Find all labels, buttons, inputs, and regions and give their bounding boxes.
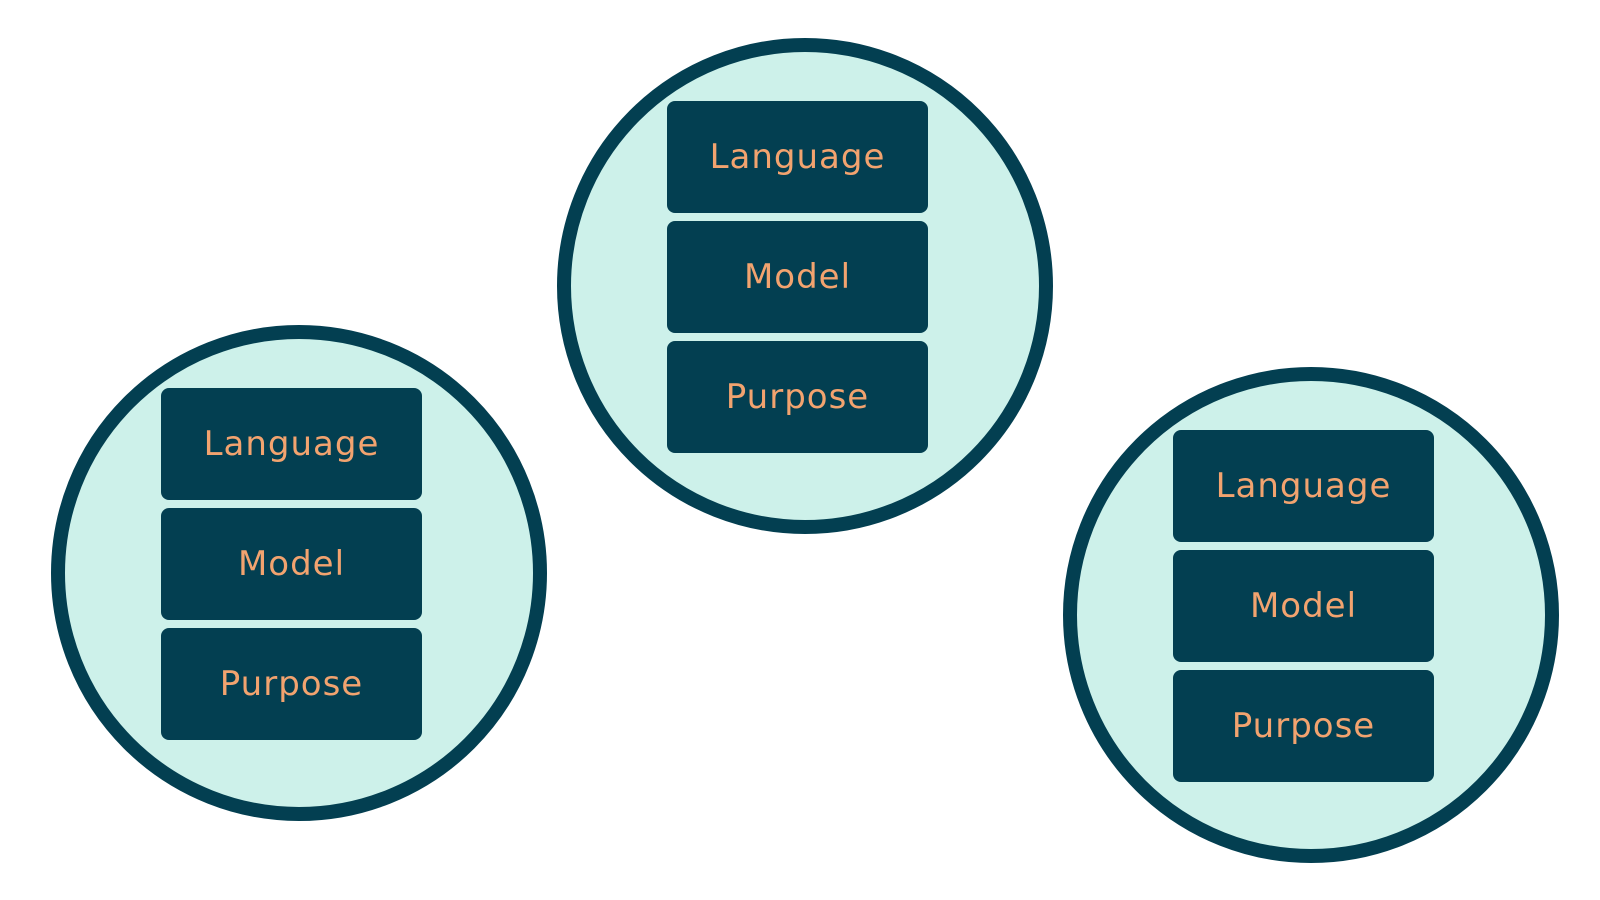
layer-stack: Language Model Purpose — [161, 388, 422, 740]
language-block: Language — [161, 388, 422, 500]
stack-circle-center: Language Model Purpose — [557, 38, 1053, 534]
stack-circle-left: Language Model Purpose — [51, 325, 547, 821]
language-block: Language — [667, 101, 928, 213]
stack-circle-right: Language Model Purpose — [1063, 367, 1559, 863]
model-block: Model — [161, 508, 422, 620]
purpose-block: Purpose — [161, 628, 422, 740]
layer-stack: Language Model Purpose — [1173, 430, 1434, 782]
layer-stack: Language Model Purpose — [667, 101, 928, 453]
language-block: Language — [1173, 430, 1434, 542]
model-block: Model — [667, 221, 928, 333]
purpose-block: Purpose — [667, 341, 928, 453]
purpose-block: Purpose — [1173, 670, 1434, 782]
model-block: Model — [1173, 550, 1434, 662]
